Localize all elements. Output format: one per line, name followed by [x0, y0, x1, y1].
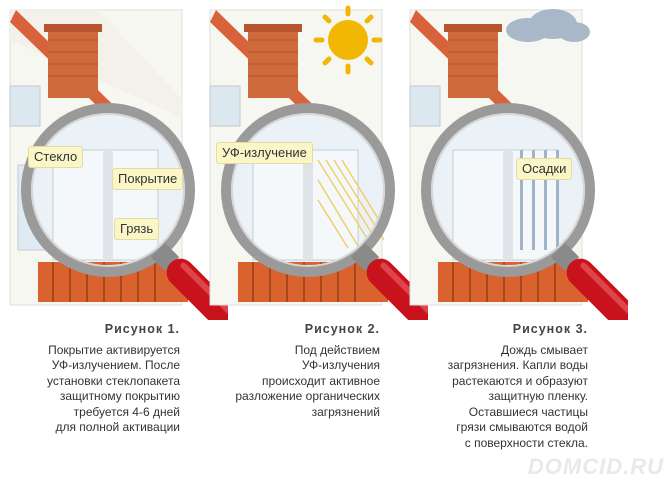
lens-rim — [421, 103, 595, 277]
label-coating: Покрытие — [112, 168, 184, 190]
caption-line: происходит активное — [262, 373, 380, 388]
watermark: DOMCID.RU — [527, 454, 664, 479]
small-window — [9, 85, 41, 127]
lens-rim — [21, 103, 195, 277]
caption-line: УФ-излучением. После — [51, 358, 180, 372]
panel-2: УФ-излучение — [208, 0, 428, 320]
caption-line: защитную пленку. — [488, 389, 588, 403]
label-glass: Стекло — [28, 146, 84, 168]
caption-line: Оставшиеся частицы — [468, 404, 588, 419]
caption-line: Под действием — [294, 342, 380, 357]
caption-line: УФ-излучения — [301, 358, 380, 372]
lens-rim — [221, 103, 395, 277]
caption-line: растекаются и образуют — [452, 373, 588, 388]
caption-line: Дождь смывает — [501, 342, 588, 357]
chimney-cap — [44, 24, 102, 32]
panel-1: Стекло Покрытие Грязь — [8, 0, 228, 320]
sun-icon — [313, 5, 383, 75]
caption-line: для полной активации — [55, 420, 180, 434]
caption-title: Рисунок 2. — [304, 322, 380, 336]
caption-line: Покрытие активируется — [48, 342, 180, 357]
caption-line: разложение органических — [235, 389, 380, 403]
caption-line: требуется 4-6 дней — [73, 404, 180, 419]
panel-3: Осадки — [408, 0, 628, 320]
house-scene-3 — [409, 9, 628, 320]
caption-line: грязи смываются водой — [456, 420, 588, 434]
rain-drops — [520, 150, 559, 250]
caption-2: Рисунок 2. Под действием УФ-излучения пр… — [206, 322, 380, 420]
chimney — [448, 28, 498, 98]
cloud-icon — [506, 9, 590, 42]
chimney — [248, 28, 298, 98]
label-dirt: Грязь — [114, 218, 160, 240]
caption-line: установки стеклопакета — [47, 373, 180, 388]
window-frame — [103, 150, 113, 260]
label-rain: Осадки — [516, 158, 573, 180]
caption-line: с поверхности стекла. — [464, 435, 588, 450]
caption-line: загрязнений — [311, 404, 380, 419]
caption-line: защитному покрытию — [59, 389, 180, 403]
chimney — [48, 28, 98, 98]
label-uv: УФ-излучение — [216, 142, 313, 164]
caption-3: Рисунок 3. Дождь смывает загрязнения. Ка… — [406, 322, 588, 451]
caption-1: Рисунок 1. Покрытие активируется УФ-излу… — [6, 322, 180, 436]
caption-title: Рисунок 3. — [512, 322, 588, 336]
caption-line: загрязнения. Капли воды — [447, 358, 588, 372]
caption-title: Рисунок 1. — [104, 322, 180, 336]
